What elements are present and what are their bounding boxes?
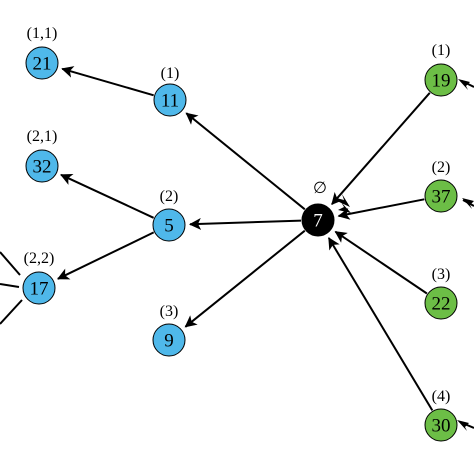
node-30-circle xyxy=(424,408,458,442)
stub-arrow-2 xyxy=(338,202,351,213)
cropped-edge-17-lower xyxy=(0,299,23,325)
node-7-value: 7 xyxy=(313,211,323,232)
node-11[interactable]: 11 (1) xyxy=(153,65,187,117)
edges xyxy=(57,66,434,411)
edge-7-to-5 xyxy=(189,217,302,230)
edge-7-to-9 xyxy=(184,229,306,328)
node-21-value: 21 xyxy=(33,54,52,75)
node-17[interactable]: 17 (2,2) xyxy=(22,250,56,305)
edge-37-to-7 xyxy=(337,198,425,220)
node-7[interactable]: 7 ∅ xyxy=(301,180,335,237)
node-32-circle xyxy=(25,149,59,183)
node-17-value: 17 xyxy=(30,279,49,300)
node-5-circle xyxy=(152,208,186,242)
cropped-arrowhead-19 xyxy=(458,79,470,90)
edge-7-to-11 xyxy=(185,112,306,211)
cropped-arrowhead-37 xyxy=(462,198,474,209)
edge-19-to-7 xyxy=(331,92,431,205)
node-37[interactable]: 37 (2) xyxy=(424,159,458,213)
node-11-value: 11 xyxy=(161,91,179,112)
node-11-label: (1) xyxy=(161,65,180,82)
node-19-label: (1) xyxy=(432,42,451,59)
edge-5-to-17 xyxy=(57,231,155,280)
node-17-label: (2,2) xyxy=(24,250,55,267)
node-11-circle xyxy=(153,83,187,117)
node-22-circle xyxy=(424,286,458,320)
node-19-value: 19 xyxy=(432,71,451,92)
node-30-label: (4) xyxy=(432,388,451,405)
root-stub-arrows xyxy=(337,194,351,213)
edge-5-to-32 xyxy=(60,173,155,219)
node-19[interactable]: 19 (1) xyxy=(424,42,458,97)
node-32-value: 32 xyxy=(33,157,52,178)
cropped-edge-17-middle xyxy=(0,283,20,288)
node-9-label: (3) xyxy=(160,303,179,320)
node-5[interactable]: 5 (2) xyxy=(152,188,186,242)
cropped-arrowhead-30 xyxy=(457,420,469,431)
nodes: 7 ∅ 11 (1) 5 (2) 9 (3) 21 (1,1) 32 (2,1) xyxy=(22,25,458,442)
node-5-value: 5 xyxy=(164,216,174,237)
node-30[interactable]: 30 (4) xyxy=(424,388,458,442)
node-7-circle xyxy=(301,203,335,237)
node-37-value: 37 xyxy=(432,187,451,208)
node-19-circle xyxy=(424,63,458,97)
node-21-circle xyxy=(25,46,59,80)
cropped-edge-17-upper xyxy=(0,251,21,276)
node-21-label: (1,1) xyxy=(27,25,58,42)
node-22[interactable]: 22 (3) xyxy=(424,266,458,320)
node-22-label: (3) xyxy=(432,266,451,283)
node-7-label: ∅ xyxy=(313,180,327,197)
node-30-value: 30 xyxy=(432,416,451,437)
edge-22-to-7 xyxy=(334,230,428,295)
cropped-edges xyxy=(0,79,474,431)
node-9-value: 9 xyxy=(164,331,174,352)
node-37-circle xyxy=(424,179,458,213)
edge-11-to-21 xyxy=(61,66,154,97)
node-32[interactable]: 32 (2,1) xyxy=(25,128,59,183)
node-5-label: (2) xyxy=(160,188,179,205)
node-21[interactable]: 21 (1,1) xyxy=(25,25,59,80)
node-17-circle xyxy=(22,271,56,305)
node-9[interactable]: 9 (3) xyxy=(152,303,186,357)
node-32-label: (2,1) xyxy=(27,128,58,145)
edge-30-to-7 xyxy=(327,237,434,411)
node-9-circle xyxy=(152,323,186,357)
node-22-value: 22 xyxy=(432,294,451,315)
node-37-label: (2) xyxy=(432,159,451,176)
stub-arrow-1 xyxy=(337,194,350,207)
